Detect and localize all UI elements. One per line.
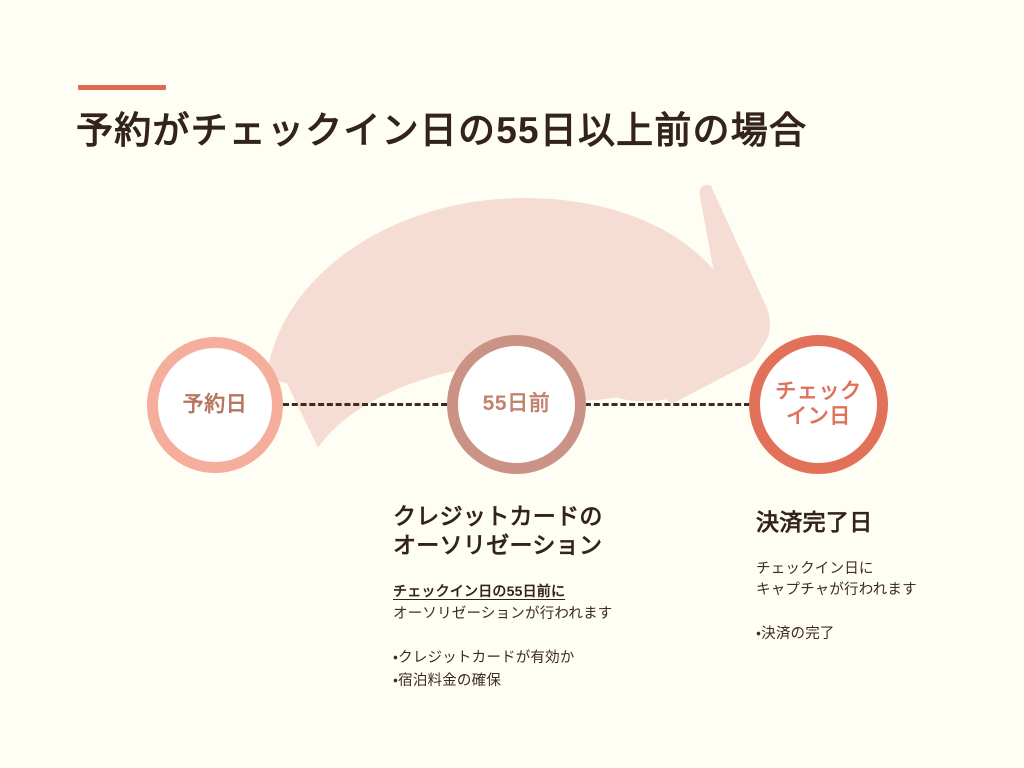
description-authorization: クレジットカードの オーソリゼーション チェックイン日の55日前に オーソリゼー… — [393, 502, 693, 693]
description-bullet-list: ・決済の完了 — [756, 623, 1006, 646]
timeline-node-checkin-date[interactable]: チェック イン日 — [749, 335, 888, 474]
description-heading: クレジットカードの オーソリゼーション — [393, 503, 603, 559]
description-subtext: チェックイン日に キャプチャが行われます — [756, 561, 917, 599]
timeline-node-label: チェック イン日 — [775, 379, 862, 428]
description-settlement: 決済完了日 チェックイン日に キャプチャが行われます ・決済の完了 — [756, 508, 1006, 647]
description-emphasis: チェックイン日の55日前に — [393, 582, 566, 599]
bullet-item: ・宿泊料金の確保 — [393, 673, 502, 690]
bullet-item: ・クレジットカードが有効か — [393, 649, 575, 666]
timeline-node-booking-date[interactable]: 予約日 — [147, 337, 283, 473]
connector-booking-to-55days — [283, 403, 447, 406]
bullet-item: ・決済の完了 — [756, 626, 835, 643]
description-bullet-list: ・クレジットカードが有効か ・宿泊料金の確保 — [393, 647, 693, 693]
connector-55days-to-checkin — [585, 403, 750, 406]
timeline-node-55-days-before[interactable]: 55日前 — [447, 335, 586, 474]
timeline-node-label: 予約日 — [182, 392, 248, 416]
description-heading: 決済完了日 — [756, 509, 873, 535]
timeline-node-label: 55日前 — [482, 392, 551, 416]
page-title: 予約がチェックイン日の55日以上前の場合 — [76, 110, 808, 151]
title-accent-rule — [78, 85, 166, 90]
description-subtext: オーソリゼーションが行われます — [393, 605, 613, 622]
